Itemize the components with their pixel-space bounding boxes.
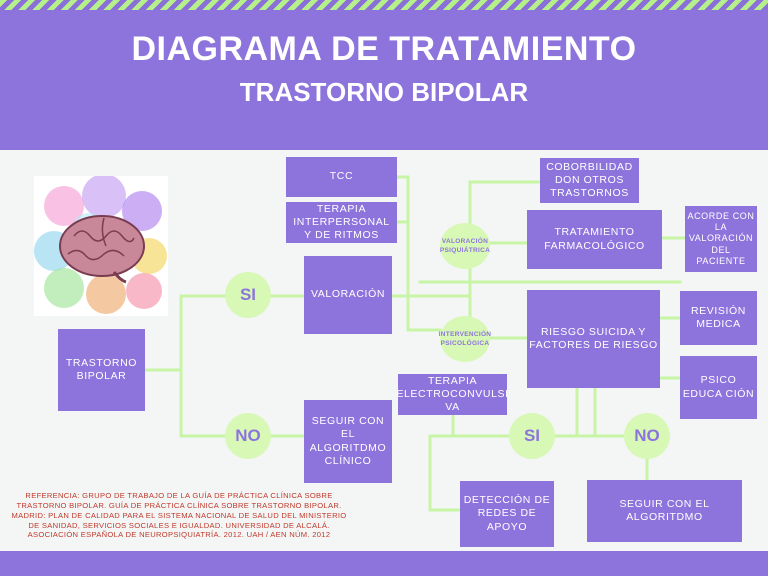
terapia-interpersonal-box: TERAPIA INTERPERSONAL Y DE RITMOS — [286, 202, 397, 243]
no-node-2: NO — [624, 413, 670, 459]
no-node-1: NO — [225, 413, 271, 459]
si-node-2: SI — [509, 413, 555, 459]
header-banner — [0, 10, 768, 150]
acorde-valoracion-box: ACORDE CON LA VALORACIÓN DEL PACIENTE — [685, 206, 757, 272]
revision-medica-box: REVISIÓN MEDICA — [680, 291, 757, 345]
striped-top-border — [0, 0, 768, 10]
psicoeducacion-box: PSICO EDUCA CIÓN — [680, 356, 757, 419]
seguir-algoritmo-box: SEGUIR CON EL ALGORITDMO — [587, 480, 742, 542]
valoracion-box: VALORACIÓN — [304, 256, 392, 334]
page-subtitle: TRASTORNO BIPOLAR — [239, 77, 529, 107]
intervencion-psicologica-node: INTERVENCIÓN PSICOLÓGICA — [439, 316, 491, 362]
valoracion-psiquiatrica-node: VALORACIÓN PSIQUIÁTRICA — [440, 223, 490, 269]
brain-illustration — [34, 174, 168, 316]
si-node-1: SI — [225, 272, 271, 318]
deteccion-redes-box: DETECCIÓN DE REDES DE APOYO — [460, 481, 554, 547]
trastorno-bipolar-box: TRASTORNO BIPOLAR — [58, 329, 145, 411]
tratamiento-farmacologico-box: TRATAMIENTO FARMACOLÓGICO — [527, 210, 662, 269]
footer-banner — [0, 551, 768, 576]
seguir-algoritmo-clinico-box: SEGUIR CON EL ALGORITDMO CLÍNICO — [304, 400, 392, 483]
page-title: DIAGRAMA DE TRATAMIENTO — [131, 30, 637, 68]
tcc-box: TCC — [286, 157, 397, 197]
riesgo-suicida-box: RIESGO SUICIDA Y FACTORES DE RIESGO — [527, 290, 660, 388]
terapia-electroconvulsiva-box: TERAPIA ELECTROCONVULSI VA — [396, 374, 509, 415]
comorbilidad-box: COBORBILIDAD DON OTROS TRASTORNOS — [540, 158, 639, 203]
reference-text: REFERENCIA: GRUPO DE TRABAJO DE LA GUÍA … — [11, 491, 347, 540]
